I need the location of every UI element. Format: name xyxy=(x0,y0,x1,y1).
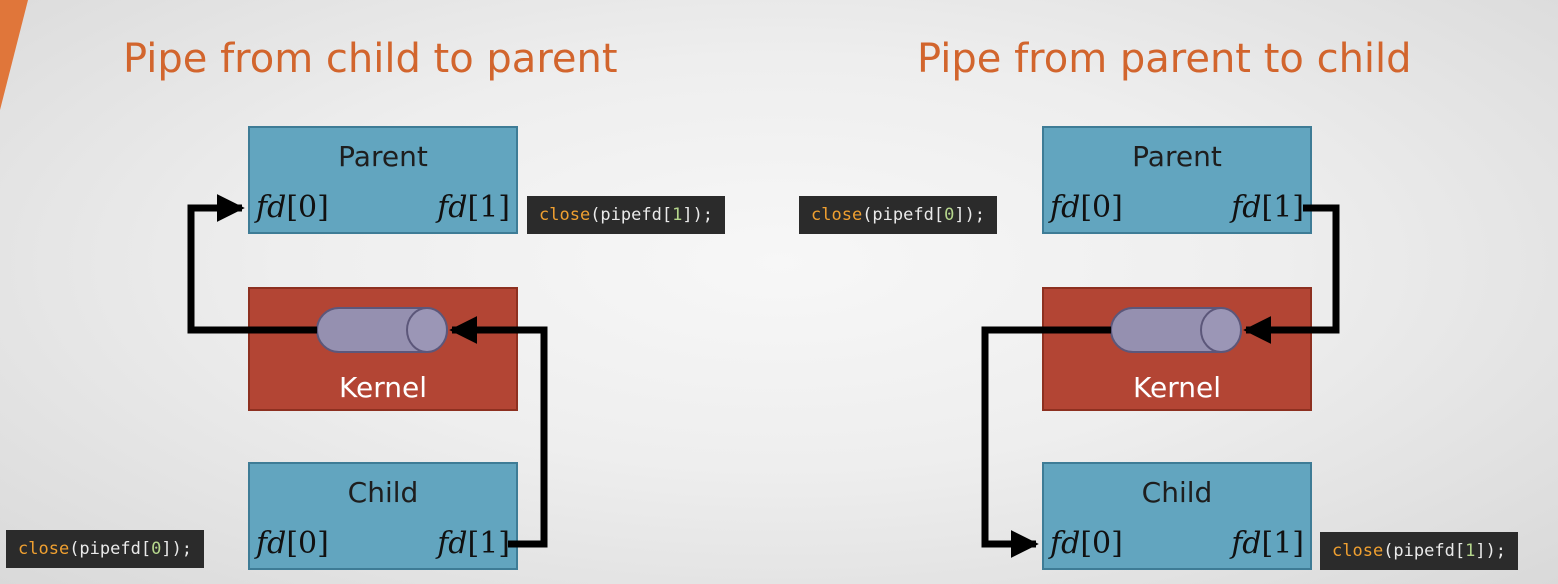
left-child-label: Child xyxy=(347,476,419,509)
right-child-close-code: close(pipefd[1]); xyxy=(1320,532,1519,570)
right-pipe-to-child-arrow xyxy=(981,326,1111,558)
left-parent-close-code: close(pipefd[1]); xyxy=(527,196,726,234)
right-child-fd0: fd[0] xyxy=(1050,526,1123,561)
left-child-to-pipe-arrow xyxy=(449,316,548,548)
right-child-fd1: fd[1] xyxy=(1231,526,1304,561)
left-parent-label: Parent xyxy=(338,140,428,173)
right-parent-fd0: fd[0] xyxy=(1050,190,1123,225)
right-parent-process: Parent fd[0] fd[1] xyxy=(1042,126,1312,234)
right-parent-label: Parent xyxy=(1132,140,1222,173)
right-parent-close-code: close(pipefd[0]); xyxy=(799,196,998,234)
right-child-label: Child xyxy=(1141,476,1213,509)
left-child-fd0: fd[0] xyxy=(256,526,329,561)
left-kernel-label: Kernel xyxy=(339,371,427,404)
corner-accent xyxy=(0,0,28,110)
left-child-fd1: fd[1] xyxy=(437,526,510,561)
left-child-process: Child fd[0] fd[1] xyxy=(248,462,518,570)
left-title: Pipe from child to parent xyxy=(123,36,618,82)
left-parent-fd0: fd[0] xyxy=(256,190,329,225)
right-parent-fd1: fd[1] xyxy=(1231,190,1304,225)
left-parent-process: Parent fd[0] fd[1] xyxy=(248,126,518,234)
right-title: Pipe from parent to child xyxy=(917,36,1412,82)
left-child-close-code: close(pipefd[0]); xyxy=(6,530,205,568)
right-pipe-icon xyxy=(1110,307,1242,353)
right-parent-to-pipe-arrow xyxy=(1243,204,1340,344)
left-pipe-to-parent-arrow xyxy=(187,194,317,334)
left-pipe-icon xyxy=(316,307,448,353)
right-kernel-label: Kernel xyxy=(1133,371,1221,404)
left-parent-fd1: fd[1] xyxy=(437,190,510,225)
right-child-process: Child fd[0] fd[1] xyxy=(1042,462,1312,570)
